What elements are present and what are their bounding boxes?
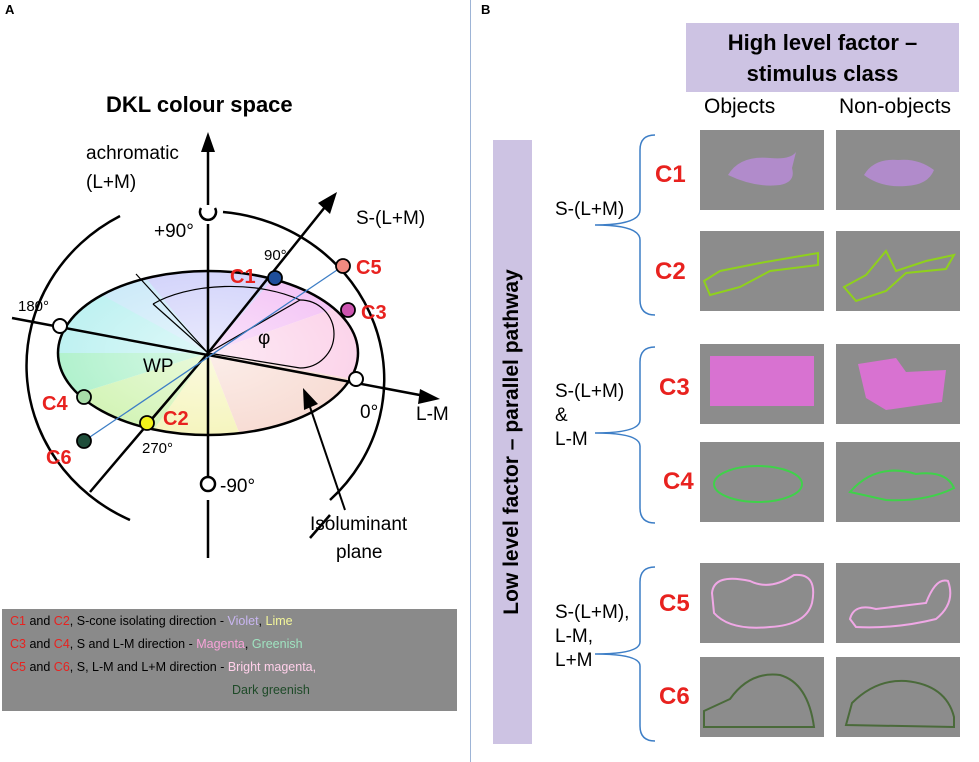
- panel-a-letter: A: [5, 2, 15, 17]
- low-level-factor-label: Low level factor – parallel pathway: [500, 269, 523, 615]
- c5-label: C5: [356, 257, 382, 279]
- c4-marker: [76, 389, 92, 405]
- col-nonobjects-header: Non-objects: [839, 95, 952, 118]
- high-level-line-1: High level factor –: [727, 30, 918, 55]
- dkl-diagram: [11, 132, 440, 558]
- c5-nonobject-image: [836, 563, 960, 643]
- s-axis-label: S-(L+M): [356, 208, 426, 229]
- legend-row-3: C5 and C6, S, L-M and L+M direction - Br…: [10, 660, 317, 674]
- c2-nonobject-image: [836, 231, 960, 311]
- row-label-c5: C5: [659, 590, 690, 617]
- c6-label: C6: [46, 447, 72, 469]
- achromatic-sub-label: (L+M): [86, 172, 137, 193]
- isoluminant-label-2: plane: [336, 542, 383, 563]
- wp-label: WP: [143, 356, 174, 377]
- c6-object-image: [700, 657, 824, 737]
- row-label-c4: C4: [663, 468, 694, 495]
- isoluminant-label-1: Isoluminant: [310, 514, 408, 535]
- c4-nonobject-image: [836, 442, 960, 522]
- c2-object-image: [700, 231, 824, 311]
- c3-object-image: [700, 344, 824, 424]
- row-label-c3: C3: [659, 374, 690, 401]
- c2-label: C2: [163, 408, 189, 430]
- 180-marker: [52, 318, 68, 334]
- deg-minus90-label: -90°: [220, 476, 256, 497]
- c3-marker: [340, 302, 356, 318]
- c5-marker: [335, 258, 351, 274]
- group-3-label: S-(L+M), L-M, L+M: [555, 602, 630, 671]
- c3-label: C3: [361, 302, 387, 324]
- high-level-line-2: stimulus class: [746, 61, 899, 86]
- c1-object-image: [700, 130, 824, 210]
- c1-nonobject-image: [836, 130, 960, 210]
- row-label-c6: C6: [659, 683, 690, 710]
- legend-box: C1 and C2, S-cone isolating direction - …: [2, 609, 457, 711]
- c1-marker: [267, 270, 283, 286]
- c4-label: C4: [42, 393, 68, 415]
- legend-row-2: C3 and C4, S and L-M direction - Magenta…: [10, 637, 303, 651]
- panel-a-title: DKL colour space: [106, 92, 293, 117]
- achromatic-label: achromatic: [86, 143, 179, 164]
- group-2-label: S-(L+M) & L-M: [555, 381, 625, 450]
- c2-marker: [139, 415, 155, 431]
- deg-0-label: 0°: [360, 402, 379, 423]
- brace-1: [594, 134, 656, 316]
- deg-90-label: 90°: [264, 247, 287, 264]
- row-label-c2: C2: [655, 258, 686, 285]
- col-objects-header: Objects: [704, 95, 776, 118]
- legend-row-1: C1 and C2, S-cone isolating direction - …: [10, 614, 293, 628]
- phi-label: φ: [258, 328, 271, 349]
- group-1-label: S-(L+M): [555, 199, 625, 220]
- legend-row-4: Dark greenish: [232, 683, 310, 697]
- row-label-c1: C1: [655, 161, 686, 188]
- c6-nonobject-image: [836, 657, 960, 737]
- lm-axis-label: L-M: [416, 404, 449, 425]
- deg-270-label: 270°: [142, 440, 174, 457]
- c1-label: C1: [230, 266, 256, 288]
- c5-object-image: [700, 563, 824, 643]
- brace-3: [594, 566, 656, 742]
- c4-object-image: [700, 442, 824, 522]
- brace-2: [594, 346, 656, 524]
- braces: [594, 134, 656, 742]
- panel-b-letter: B: [481, 2, 491, 17]
- minus90-pole-marker: [199, 475, 217, 493]
- 0-marker: [348, 371, 364, 387]
- low-level-factor-box: [493, 140, 532, 744]
- panel-divider: [470, 0, 471, 762]
- deg-plus90-label: +90°: [154, 221, 194, 242]
- high-level-factor-box: High level factor – stimulus class: [686, 23, 959, 92]
- deg-180-label: 180°: [18, 298, 50, 315]
- c3-nonobject-image: [836, 344, 960, 424]
- c6-marker: [76, 433, 92, 449]
